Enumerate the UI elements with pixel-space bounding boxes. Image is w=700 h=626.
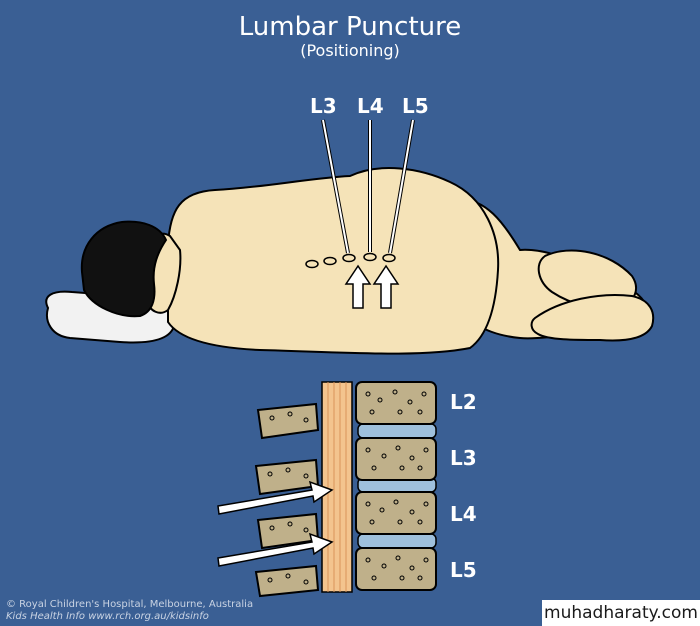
- vertebral-body-l4: [355, 491, 437, 535]
- vertebral-body-l2: [355, 381, 437, 425]
- bone-texture: [267, 389, 429, 585]
- diagram-title: Lumbar Puncture: [238, 12, 462, 42]
- watermark: muhadharaty.com: [542, 600, 700, 626]
- spinous-process: [254, 458, 320, 496]
- patient-foot: [530, 293, 655, 342]
- back-mark: [305, 259, 319, 269]
- diagram-subtitle: (Positioning): [300, 41, 400, 60]
- back-mark-l4: [363, 252, 377, 262]
- back-mark: [323, 256, 337, 266]
- credit-copyright: © Royal Children's Hospital, Melbourne, …: [6, 599, 254, 610]
- back-arrow-2: [372, 264, 400, 309]
- spine-label-l3: L3: [450, 446, 477, 470]
- patient-label-l5: L5: [402, 94, 429, 118]
- disc: [357, 423, 437, 439]
- spinous-process: [254, 564, 320, 598]
- needle-arrow-lower: [217, 532, 334, 567]
- vertebral-body-l5: [355, 547, 437, 591]
- pointer-line-l5: [389, 119, 414, 254]
- patient-label-l3: L3: [310, 94, 337, 118]
- patient-torso: [167, 167, 500, 355]
- back-mark-l5: [382, 253, 396, 263]
- patient-hair: [80, 220, 168, 318]
- pointer-line-l3: [322, 119, 349, 254]
- spine-label-l2: L2: [450, 390, 477, 414]
- patient-label-l4: L4: [357, 94, 384, 118]
- spine-label-l5: L5: [450, 558, 477, 582]
- spine-label-l4: L4: [450, 502, 477, 526]
- vertebral-body-l3: [355, 437, 437, 481]
- needle-arrow-upper: [217, 480, 334, 515]
- spinous-process: [256, 402, 320, 440]
- credit-website: Kids Health Info www.rch.org.au/kidsinfo: [6, 611, 209, 622]
- spinal-cord: [321, 381, 353, 593]
- disc: [357, 533, 437, 549]
- back-mark-l3: [342, 253, 356, 263]
- back-arrow-1: [344, 264, 372, 309]
